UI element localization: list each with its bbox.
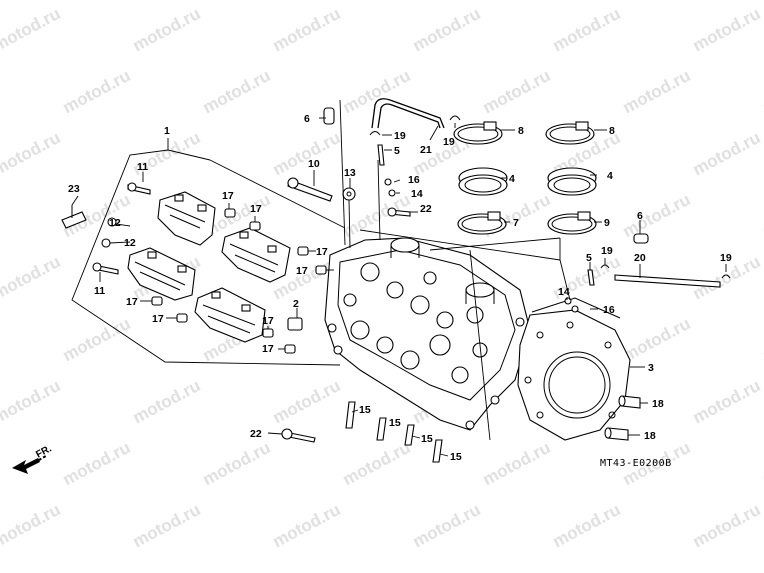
callout-8b: 8: [609, 125, 615, 137]
callout-13: 13: [344, 167, 356, 179]
callout-10: 10: [308, 158, 320, 170]
callout-17h: 17: [262, 343, 274, 355]
callout-12b: 12: [124, 237, 136, 249]
callout-1: 1: [164, 125, 170, 137]
drawing-code: MT43-E0200B: [600, 458, 672, 469]
callout-17c: 17: [316, 246, 328, 258]
callout-9: 9: [604, 217, 610, 229]
cylinder-head: [324, 237, 531, 431]
callout-17b: 17: [250, 203, 262, 215]
callout-5b: 5: [586, 252, 592, 264]
callout-14a: 14: [411, 188, 423, 200]
callout-8a: 8: [518, 125, 524, 137]
callout-5a: 5: [394, 145, 400, 157]
callout-7: 7: [513, 217, 519, 229]
callout-15d: 15: [450, 451, 462, 463]
callout-18b: 18: [644, 430, 656, 442]
callout-17d: 17: [296, 265, 308, 277]
callout-19c: 19: [601, 245, 613, 257]
assembly-bracket: [71, 138, 346, 366]
callout-14b: 14: [558, 286, 570, 298]
callout-4b: 4: [607, 170, 613, 182]
callout-17f: 17: [152, 313, 164, 325]
callout-4a: 4: [509, 173, 515, 185]
callout-16a: 16: [408, 174, 420, 186]
callout-17a: 17: [222, 190, 234, 202]
front-direction-arrow: FR.: [12, 443, 54, 474]
callout-6b: 6: [637, 210, 643, 222]
callout-21: 21: [420, 144, 432, 156]
callout-11b: 11: [94, 285, 105, 297]
intake-clamps: [453, 121, 597, 235]
callout-15b: 15: [389, 417, 401, 429]
callout-labels: 1 2 3 4 4 5 5 6 6 7 8 8 9 10 11 11 12 12…: [68, 113, 732, 463]
callout-18a: 18: [652, 398, 664, 410]
callout-19d: 19: [720, 252, 732, 264]
rocker-holders: [127, 191, 291, 343]
callout-11a: 11: [137, 161, 148, 173]
callout-15c: 15: [421, 433, 433, 445]
callout-22b: 22: [250, 428, 262, 440]
callout-3: 3: [648, 362, 654, 374]
callout-12a: 12: [109, 217, 121, 229]
callout-19a: 19: [394, 130, 406, 142]
callout-17g: 17: [262, 315, 274, 327]
callout-2: 2: [293, 298, 299, 310]
callout-23: 23: [68, 183, 80, 195]
callout-22a: 22: [420, 203, 432, 215]
callout-20: 20: [634, 252, 646, 264]
direction-label: FR.: [34, 443, 54, 460]
callout-15a: 15: [359, 404, 371, 416]
callout-16b: 16: [603, 304, 615, 316]
callout-17e: 17: [126, 296, 138, 308]
leader-lines: [71, 99, 727, 457]
head-gasket: [517, 297, 631, 441]
callout-19b: 19: [443, 136, 455, 148]
callout-6a: 6: [304, 113, 310, 125]
small-parts: [61, 98, 731, 463]
